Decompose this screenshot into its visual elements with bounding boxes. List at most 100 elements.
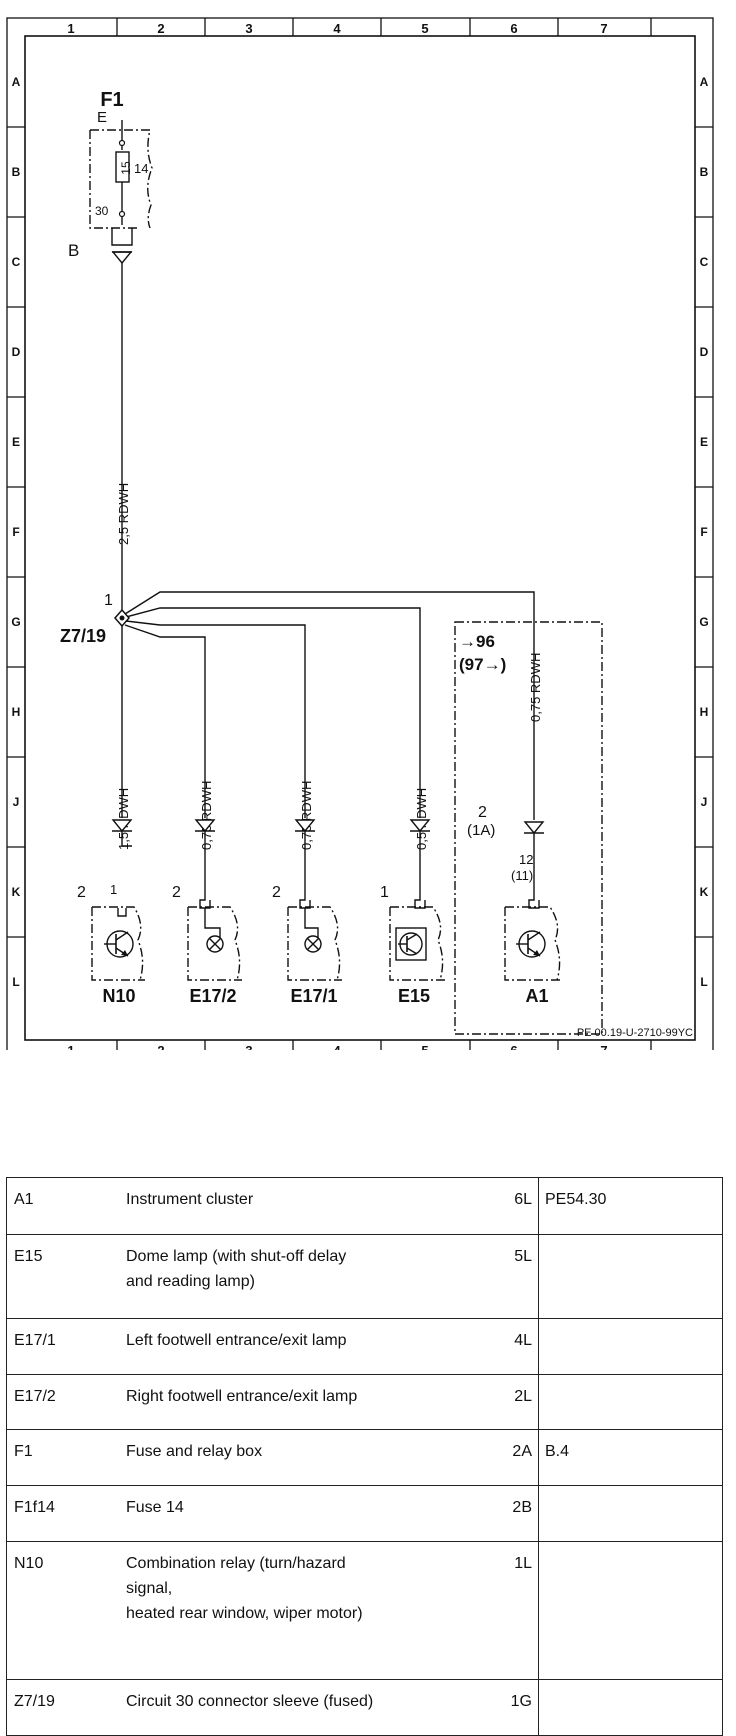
bottom-col-7: 7 [600, 1043, 607, 1050]
legend-reference: PE54.30 [538, 1177, 723, 1235]
legend-code: Z7/19 [6, 1679, 116, 1736]
bottom-col-5: 5 [421, 1043, 428, 1050]
left-row-h: H [12, 705, 21, 719]
top-col-5: 5 [421, 21, 428, 36]
legend-row: E17/1 Left footwell entrance/exit lamp 4… [6, 1318, 723, 1375]
a1-housing [504, 906, 562, 981]
connector-sleeve-z7-19: 1 Z7/19 [60, 592, 130, 646]
left-row-j: J [13, 795, 20, 809]
legend-reference: B.4 [538, 1429, 723, 1486]
right-row-h: H [700, 705, 709, 719]
legend-row: A1 Instrument cluster 6L PE54.30 [6, 1177, 723, 1235]
legend-code: F1 [6, 1429, 116, 1486]
right-row-j: J [701, 795, 708, 809]
e17-1-housing [287, 906, 342, 981]
left-row-d: D [12, 345, 21, 359]
wire-label-e15: 0,5 RDWH [414, 788, 429, 850]
legend-table: A1 Instrument cluster 6L PE54.30 E15 Dom… [6, 1177, 723, 1736]
fuse-box-f1: F1 E 15 14 30 B [68, 89, 153, 265]
branch-e15 [125, 607, 421, 818]
component-e17-2: 2 E17/2 [172, 819, 242, 1006]
component-n10: 2 1 N10 [77, 819, 145, 1006]
top-col-3: 3 [245, 21, 252, 36]
document-code: PE 00.19-U-2710-99YC [577, 1027, 693, 1039]
legend-row: Z7/19 Circuit 30 connector sleeve (fused… [6, 1679, 723, 1736]
fuse-terminal-top [118, 139, 126, 147]
bottom-col-6: 6 [510, 1043, 517, 1050]
top-column-scale [116, 18, 652, 36]
component-e17-1: 2 E17/1 [272, 819, 342, 1006]
legend-reference [538, 1318, 723, 1375]
legend-code: F1f14 [6, 1485, 116, 1542]
wire-label-e17-2: 0,75 RDWH [199, 781, 214, 850]
e15-label: E15 [398, 986, 430, 1006]
connector-b-arrow [111, 251, 133, 265]
e17-1-label: E17/1 [290, 986, 337, 1006]
legend-location: 2B [492, 1485, 539, 1542]
wire-label-main: 2,5 RDWH [116, 483, 131, 545]
legend-location: 1L [492, 1541, 539, 1680]
legend-description: Fuse 14 [116, 1485, 492, 1542]
right-row-b: B [700, 165, 709, 179]
top-col-4: 4 [333, 21, 341, 36]
legend-reference [538, 1541, 723, 1680]
wire-label-e17-1: 0,75 RDWH [299, 781, 314, 850]
right-row-scale [695, 126, 713, 938]
right-row-d: D [700, 345, 709, 359]
left-row-b: B [12, 165, 21, 179]
right-row-f: F [700, 525, 707, 539]
a1-ref-primary: →96 [459, 632, 495, 651]
legend-description: Right footwell entrance/exit lamp [116, 1374, 492, 1430]
n10-housing [91, 906, 145, 981]
right-row-a: A [700, 75, 709, 89]
legend-description: Fuse and relay box [116, 1429, 492, 1486]
a1-pin-inner-alt: (11) [511, 868, 533, 883]
a1-pin-outer: 2 [478, 804, 487, 821]
left-row-a: A [12, 75, 21, 89]
legend-reference [538, 1485, 723, 1542]
splice-pin-label: 1 [104, 592, 113, 609]
wire-label-a1: 0,75 RDWH [528, 653, 543, 722]
n10-label: N10 [102, 986, 135, 1006]
a1-enclosure: →96 (97→) [454, 621, 603, 1035]
bottom-col-2: 2 [157, 1043, 164, 1050]
legend-location: 2L [492, 1374, 539, 1430]
splice-name-label: Z7/19 [60, 626, 106, 646]
legend-code: E17/1 [6, 1318, 116, 1375]
fuse-number-label: 14 [134, 161, 148, 176]
branch-a1 [124, 591, 535, 820]
fuse-terminal-e-label: E [97, 109, 107, 126]
legend-location: 2A [492, 1429, 539, 1486]
legend-reference [538, 1374, 723, 1430]
right-row-g: G [699, 615, 708, 629]
left-row-k: K [12, 885, 21, 899]
n10-pin-inner: 1 [110, 882, 117, 897]
e15-connector-arrow [409, 819, 431, 833]
fuse-box-outline [89, 129, 153, 229]
bottom-col-3: 3 [245, 1043, 252, 1050]
top-col-2: 2 [157, 21, 164, 36]
bottom-column-scale [116, 1040, 652, 1050]
right-row-e: E [700, 435, 708, 449]
n10-pin-outer: 2 [77, 884, 86, 901]
a1-connector-arrow [523, 821, 545, 835]
fuse-rating-label: 15 [119, 161, 133, 175]
branch-e17-2 [124, 624, 206, 818]
branch-e17-1 [125, 620, 306, 818]
top-col-1: 1 [67, 21, 74, 36]
e15-pin-outer: 1 [380, 884, 389, 901]
legend-description: Circuit 30 connector sleeve (fused) [116, 1679, 492, 1736]
e17-1-connector-arrow [294, 819, 316, 833]
e15-housing [389, 906, 445, 981]
legend-row: F1f14 Fuse 14 2B [6, 1485, 723, 1542]
left-row-g: G [11, 615, 20, 629]
legend-description: Left footwell entrance/exit lamp [116, 1318, 492, 1375]
e17-2-pin-outer: 2 [172, 884, 181, 901]
a1-ref-secondary: (97→) [459, 655, 506, 674]
legend-reference [538, 1234, 723, 1319]
bottom-col-1: 1 [67, 1043, 74, 1050]
